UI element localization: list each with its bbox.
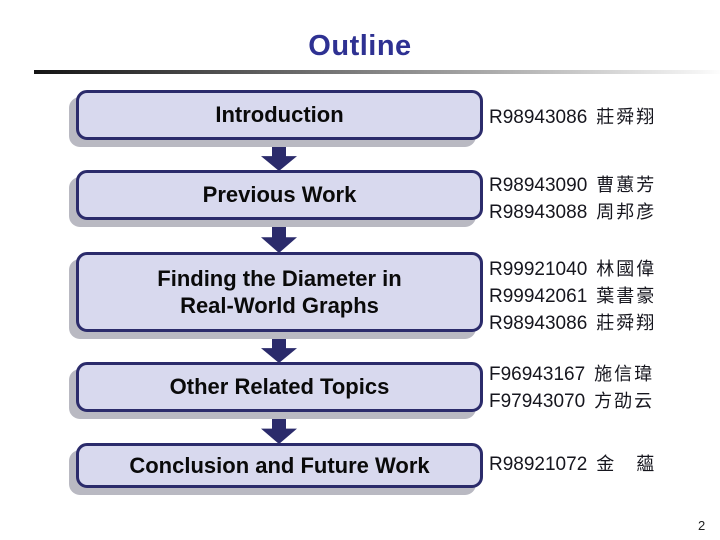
member-name: 周邦彦 bbox=[596, 202, 657, 223]
down-arrow-icon bbox=[261, 218, 297, 253]
member-id: R98943086 bbox=[489, 313, 588, 334]
member-list: R99921040 林國偉 R99942061 葉書豪 R98943086 莊舜翔 bbox=[489, 256, 656, 337]
member-id: R98921072 bbox=[489, 454, 588, 475]
member-name: 方劭云 bbox=[594, 391, 655, 412]
member-id: R99921040 bbox=[489, 259, 588, 280]
member-id: R98943090 bbox=[489, 175, 588, 196]
member-entry: R98921072 金 蘊 bbox=[489, 451, 656, 478]
member-name: 莊舜翔 bbox=[596, 107, 657, 128]
page-number: 2 bbox=[698, 518, 706, 533]
member-name: 曹蕙芳 bbox=[596, 175, 657, 196]
member-entry: R99942061 葉書豪 bbox=[489, 283, 656, 310]
member-id: F96943167 bbox=[489, 364, 586, 385]
down-arrow-icon bbox=[261, 410, 297, 444]
outline-box-previous-work: Previous Work bbox=[76, 170, 483, 220]
member-id: R98943088 bbox=[489, 202, 588, 223]
member-id: R98943086 bbox=[489, 107, 588, 128]
member-list: R98921072 金 蘊 bbox=[489, 451, 656, 478]
member-entry: R98943090 曹蕙芳 bbox=[489, 172, 656, 199]
member-name: 莊舜翔 bbox=[596, 313, 657, 334]
down-arrow-icon bbox=[261, 138, 297, 171]
member-list: R98943086 莊舜翔 bbox=[489, 104, 656, 131]
member-name: 施信瑋 bbox=[594, 364, 655, 385]
member-entry: R99921040 林國偉 bbox=[489, 256, 656, 283]
member-list: F96943167 施信瑋 F97943070 方劭云 bbox=[489, 361, 654, 415]
outline-box-conclusion: Conclusion and Future Work bbox=[76, 443, 483, 488]
page-title: Outline bbox=[308, 30, 412, 62]
member-id: R99942061 bbox=[489, 286, 588, 307]
down-arrow-icon bbox=[261, 330, 297, 363]
member-name: 金 蘊 bbox=[596, 454, 657, 475]
member-name: 林國偉 bbox=[596, 259, 657, 280]
member-id: F97943070 bbox=[489, 391, 586, 412]
title-underline bbox=[34, 70, 720, 74]
member-entry: F96943167 施信瑋 bbox=[489, 361, 654, 388]
member-entry: R98943086 莊舜翔 bbox=[489, 310, 656, 337]
member-list: R98943090 曹蕙芳 R98943088 周邦彦 bbox=[489, 172, 656, 226]
outline-box-finding-diameter: Finding the Diameter in Real-World Graph… bbox=[76, 252, 483, 332]
member-name: 葉書豪 bbox=[596, 286, 657, 307]
outline-box-other-related-topics: Other Related Topics bbox=[76, 362, 483, 412]
member-entry: R98943088 周邦彦 bbox=[489, 199, 656, 226]
member-entry: F97943070 方劭云 bbox=[489, 388, 654, 415]
outline-box-introduction: Introduction bbox=[76, 90, 483, 140]
member-entry: R98943086 莊舜翔 bbox=[489, 104, 656, 131]
